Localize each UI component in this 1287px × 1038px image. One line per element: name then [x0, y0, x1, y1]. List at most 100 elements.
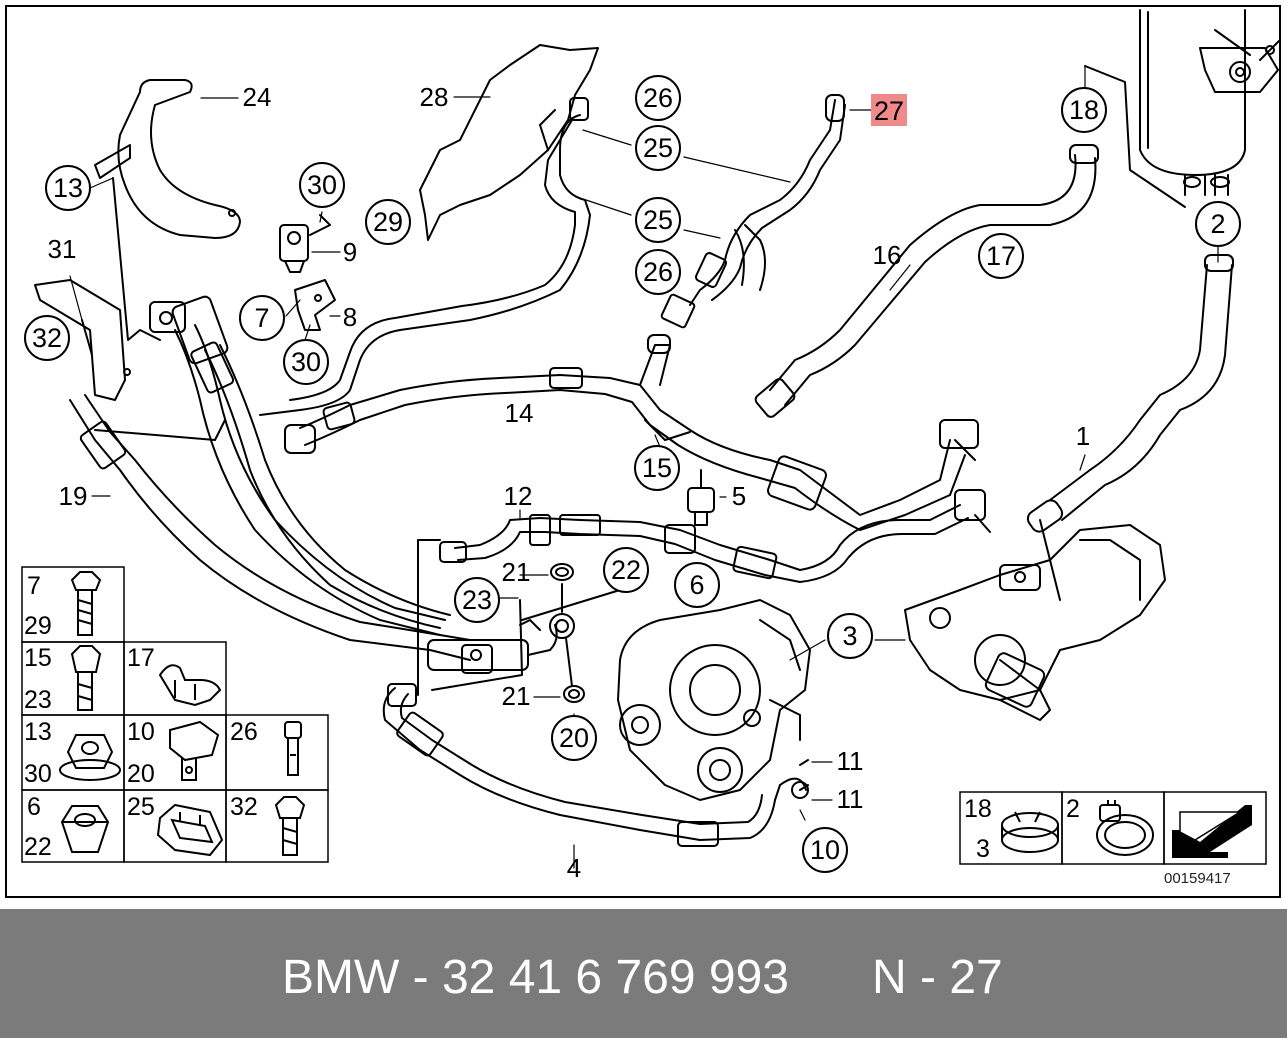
hose-19-drawing — [69, 394, 471, 661]
callout-23-label: 23 — [462, 585, 492, 615]
bracket-31-drawing — [34, 279, 131, 401]
callout-28: 28 — [420, 82, 449, 112]
table-15-label: 15 — [24, 644, 52, 672]
callout-22: 22 — [603, 547, 649, 593]
callout-32: 32 — [24, 315, 70, 361]
callout-4: 4 — [567, 853, 581, 883]
callout-18-label: 18 — [1069, 95, 1099, 125]
arrow-icon — [1172, 805, 1252, 858]
clamp-box: 18 3 2 — [959, 791, 1267, 865]
callout-27-highlighted: 27 — [871, 94, 907, 126]
callout-17-label: 17 — [986, 241, 1016, 271]
return-hose-drawing — [754, 144, 1234, 601]
footer-bar — [0, 909, 1287, 1038]
pump-drawing — [617, 599, 811, 801]
callout-20-label: 20 — [559, 723, 589, 753]
callout-6: 6 — [674, 562, 720, 608]
box-18-label: 18 — [964, 795, 992, 823]
callout-26-mid-label: 26 — [643, 257, 673, 287]
callout-25-mid: 25 — [635, 197, 681, 243]
clip-icon — [158, 664, 222, 707]
sensor-5-drawing — [687, 469, 715, 526]
position-number: N - 27 — [872, 951, 1003, 1004]
steering-rack-drawing — [904, 524, 1166, 721]
part-number: BMW - 32 41 6 769 993 — [282, 951, 789, 1004]
hardware-table: 7 29 15 23 17 13 30 10 20 26 6 22 25 32 — [21, 566, 329, 863]
banjo-bolt-icon — [169, 720, 220, 781]
table-32-label: 32 — [230, 793, 258, 821]
callout-14: 14 — [505, 398, 534, 428]
callout-16: 16 — [873, 240, 902, 270]
callout-15: 15 — [634, 445, 680, 491]
callout-29-label: 29 — [373, 207, 403, 237]
callout-26-top: 26 — [635, 75, 681, 121]
callout-30-bottom-label: 30 — [291, 347, 321, 377]
callout-3: 3 — [827, 613, 873, 659]
callout-26-top-label: 26 — [643, 83, 673, 113]
reservoir-drawing — [1084, 9, 1281, 208]
callout-23: 23 — [454, 577, 500, 623]
callout-29: 29 — [365, 199, 411, 245]
callout-5: 5 — [732, 481, 746, 511]
bolt-icon — [70, 645, 102, 711]
callout-3-label: 3 — [842, 621, 857, 651]
pin-icon — [284, 721, 302, 776]
line-12-drawing — [439, 489, 991, 583]
box-3-label: 3 — [976, 835, 990, 863]
callout-24: 24 — [243, 82, 272, 112]
callout-15-label: 15 — [642, 453, 672, 483]
clamp-icon — [156, 803, 224, 857]
callout-2-label: 2 — [1210, 209, 1225, 239]
spring-clamp-icon — [1001, 811, 1059, 853]
table-20-label: 20 — [127, 760, 155, 788]
table-13-label: 13 — [24, 718, 52, 746]
bracket-drawing — [94, 79, 241, 341]
bolt-icon — [274, 796, 306, 856]
callout-19: 19 — [59, 481, 88, 511]
parts-diagram: 13 30 29 26 25 25 26 18 2 17 32 7 30 15 … — [21, 9, 1281, 883]
hex-nut-icon — [60, 805, 110, 853]
table-17-label: 17 — [127, 644, 155, 672]
bolt-icon — [70, 571, 102, 636]
feed-hose-drawing — [259, 94, 846, 416]
callout-30-top-label: 30 — [307, 170, 337, 200]
callout-1: 1 — [1076, 421, 1090, 451]
callout-25-mid-label: 25 — [643, 205, 673, 235]
shield-drawing — [419, 44, 599, 241]
valve-drawing — [279, 214, 336, 331]
callout-13-label: 13 — [53, 173, 83, 203]
callout-7: 7 — [239, 295, 285, 341]
banjo-fitting-drawing — [427, 563, 585, 703]
callout-25-top-label: 25 — [643, 133, 673, 163]
leader-lines — [69, 65, 1219, 869]
hose-clamp-icon — [1096, 800, 1154, 856]
table-7-label: 7 — [27, 572, 41, 600]
callout-6-label: 6 — [689, 570, 704, 600]
callout-21-lower: 21 — [502, 681, 531, 711]
pipe-14-drawing — [284, 334, 979, 531]
hose-pair-drawing — [149, 295, 451, 636]
table-30-label: 30 — [24, 760, 52, 788]
plain-callouts: 24 28 9 8 31 16 14 19 12 5 1 21 21 11 11… — [48, 82, 1091, 883]
callout-30-bottom: 30 — [283, 339, 329, 385]
table-26-label: 26 — [230, 718, 258, 746]
table-25-label: 25 — [127, 793, 155, 821]
table-23-label: 23 — [24, 686, 52, 714]
callout-9: 9 — [343, 237, 357, 267]
callout-7-label: 7 — [254, 303, 269, 333]
line-4-drawing — [382, 539, 781, 847]
callout-10: 10 — [802, 827, 848, 873]
callout-30-top: 30 — [299, 162, 345, 208]
callout-27-label: 27 — [874, 96, 904, 126]
callout-26-mid: 26 — [635, 249, 681, 295]
document-id: 00159417 — [1164, 870, 1231, 887]
callout-11-upper: 11 — [837, 746, 864, 776]
circled-callouts: 13 30 29 26 25 25 26 18 2 17 32 7 30 15 … — [24, 75, 1241, 873]
table-29-label: 29 — [24, 612, 52, 640]
table-10-label: 10 — [127, 718, 155, 746]
callout-18: 18 — [1061, 87, 1107, 133]
callout-12: 12 — [504, 481, 533, 511]
table-22-label: 22 — [24, 833, 52, 861]
box-2-label: 2 — [1066, 795, 1080, 823]
